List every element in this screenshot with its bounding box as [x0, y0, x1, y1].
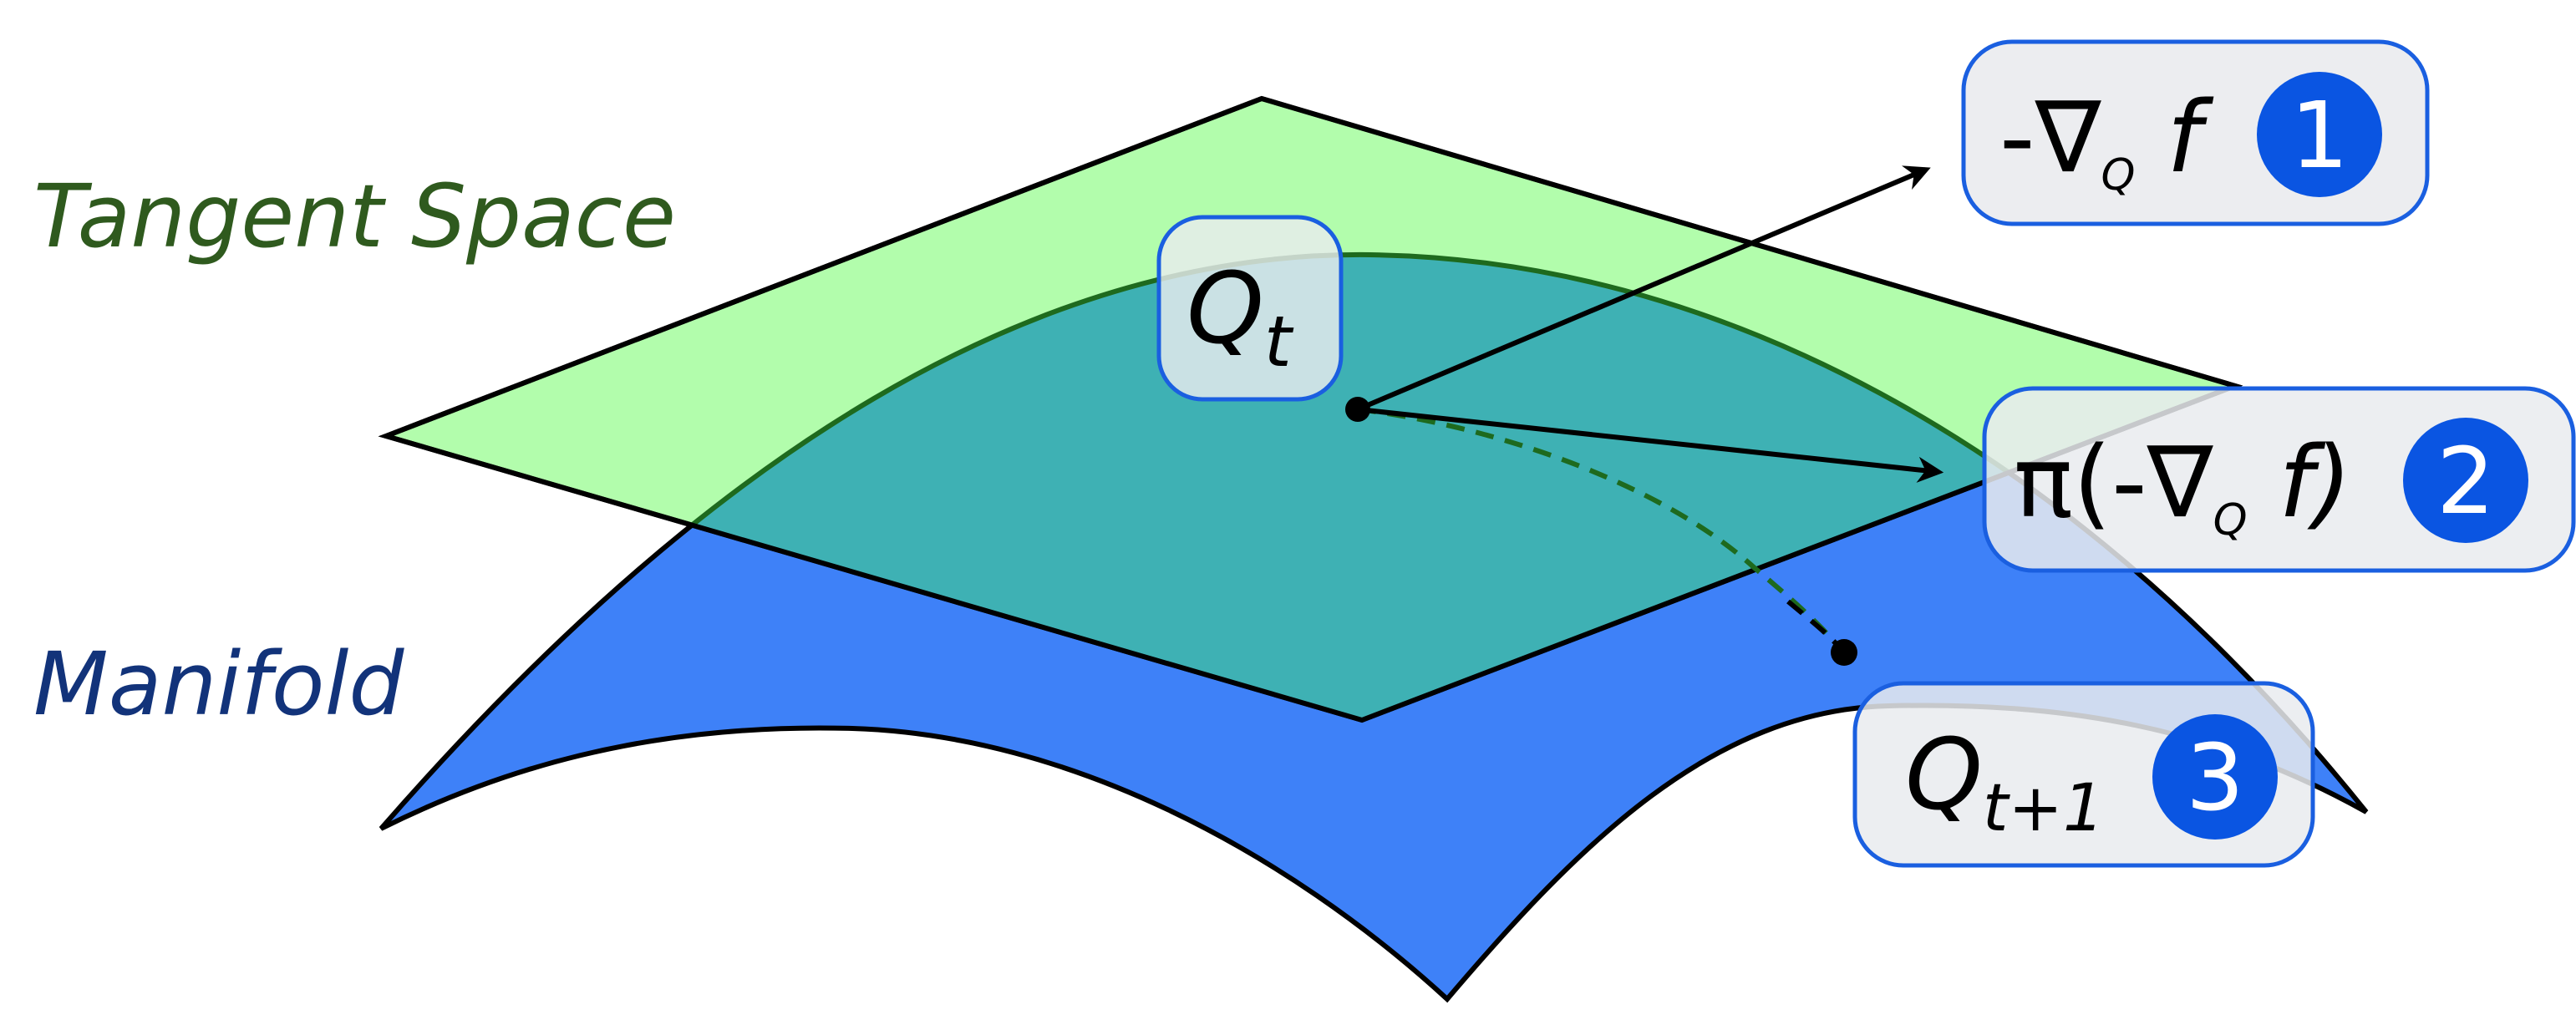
- step-1-suffix: f: [2135, 79, 2214, 195]
- tangent-space-label: Tangent Space: [33, 165, 676, 267]
- svg-text:Qt: Qt: [1186, 251, 1294, 383]
- current-point-symbol: Q: [1186, 251, 1264, 366]
- step-1-prefix: -∇: [1999, 79, 2102, 195]
- manifold-label: Manifold: [33, 633, 404, 735]
- step-1-number: 1: [2290, 82, 2349, 189]
- next-point-subscript: t+1: [1983, 771, 2105, 846]
- step-2-box: π(-∇Q f) 2: [1982, 386, 2576, 573]
- step-1-badge: [2257, 72, 2382, 197]
- step-2-prefix: π(-∇: [2014, 424, 2214, 540]
- step-2-number: 2: [2436, 428, 2495, 535]
- svg-text:-∇Q f: -∇Q f: [1999, 79, 2214, 200]
- current-point-subscript: t: [1264, 301, 1294, 383]
- svg-text:Qt+1: Qt+1: [1905, 717, 2104, 846]
- current-point: [1345, 397, 1370, 422]
- step-2-subscript: Q: [2213, 495, 2248, 545]
- gradient-arrow: [1356, 165, 1931, 412]
- projected-gradient-arrow: [1357, 407, 1944, 483]
- current-point-label: Qt: [1156, 215, 1344, 402]
- step-3-number: 3: [2186, 724, 2244, 831]
- step-2-badge: [2403, 418, 2528, 543]
- step-3-box: Qt+1 3: [1852, 681, 2315, 868]
- step-3-badge: [2152, 714, 2278, 840]
- next-point: [1831, 639, 1857, 666]
- next-point-symbol: Q: [1905, 717, 1983, 832]
- step-1-box: -∇Q f 1: [1961, 39, 2430, 226]
- step-1-subscript: Q: [2101, 150, 2136, 200]
- svg-text:π(-∇Q f): π(-∇Q f): [2014, 424, 2352, 545]
- step-2-suffix: f): [2248, 424, 2352, 540]
